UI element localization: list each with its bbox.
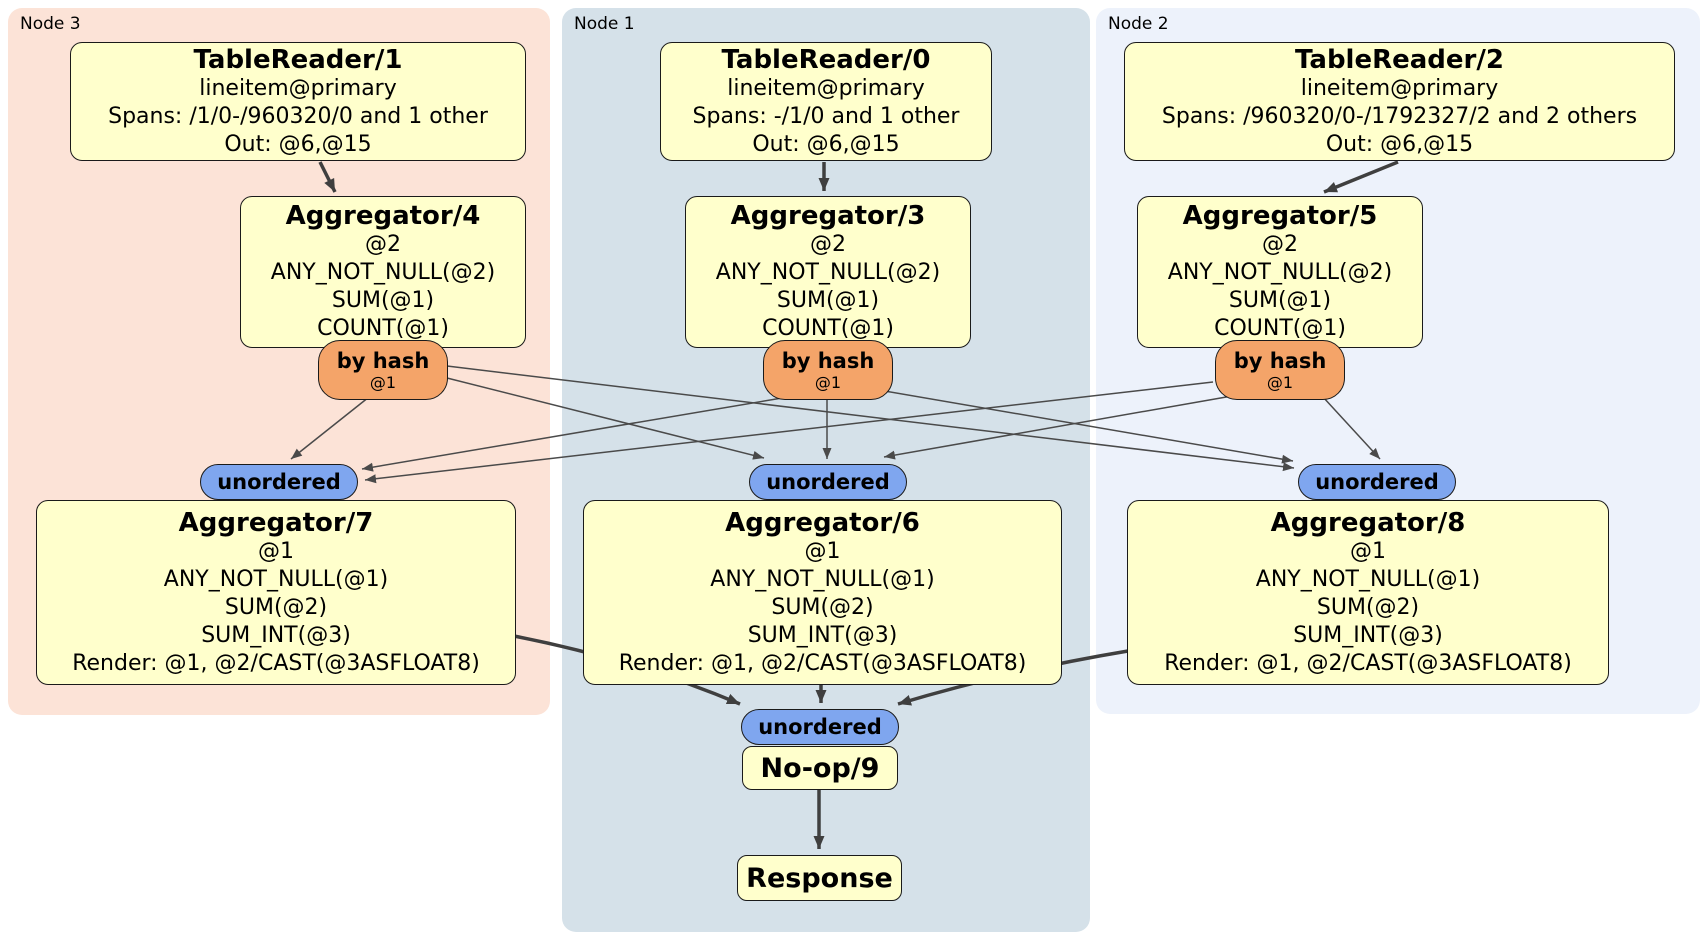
processor-attr: Spans: /1/0-/960320/0 and 1 other — [108, 103, 488, 129]
response-box: Response — [737, 855, 902, 901]
processor-attr: Spans: /960320/0-/1792327/2 and 2 others — [1161, 103, 1638, 129]
processor-attr: SUM(@2) — [224, 594, 328, 620]
processor-title: TableReader/1 — [193, 44, 403, 75]
processor-title: Aggregator/4 — [285, 201, 481, 231]
processor-attr: Render: @1, @2/CAST(@3ASFLOAT8) — [1164, 650, 1572, 676]
router-detail: @1 — [369, 372, 397, 392]
processor-title: Aggregator/7 — [178, 507, 374, 538]
processor-attr: lineitem@primary — [727, 75, 925, 101]
sync-unordered-node1: unordered — [749, 464, 907, 500]
processor-aggregator-5: Aggregator/5 @2 ANY_NOT_NULL(@2) SUM(@1)… — [1137, 196, 1423, 348]
node-region-2-label: Node 2 — [1108, 14, 1169, 34]
processor-attr: Out: @6,@15 — [1325, 131, 1474, 157]
processor-attr: Render: @1, @2/CAST(@3ASFLOAT8) — [72, 650, 480, 676]
processor-title: Aggregator/6 — [725, 507, 920, 538]
processor-attr: SUM(@2) — [771, 594, 874, 620]
router-by-hash-node1: by hash @1 — [763, 340, 893, 400]
processor-aggregator-3: Aggregator/3 @2 ANY_NOT_NULL(@2) SUM(@1)… — [685, 196, 971, 348]
processor-attr: lineitem@primary — [199, 75, 397, 101]
processor-attr: COUNT(@1) — [1214, 316, 1346, 341]
sync-unordered-final: unordered — [741, 709, 899, 745]
processor-tablereader-2: TableReader/2 lineitem@primary Spans: /9… — [1124, 42, 1675, 161]
router-detail: @1 — [814, 372, 842, 392]
processor-tablereader-0: TableReader/0 lineitem@primary Spans: -/… — [660, 42, 992, 161]
processor-attr: @2 — [365, 232, 401, 257]
processor-aggregator-7: Aggregator/7 @1 ANY_NOT_NULL(@1) SUM(@2)… — [36, 500, 516, 685]
processor-attr: SUM_INT(@3) — [747, 622, 898, 648]
processor-title: Aggregator/5 — [1182, 201, 1378, 231]
processor-attr: ANY_NOT_NULL(@1) — [1255, 566, 1481, 592]
processor-attr: Out: @6,@15 — [752, 131, 900, 157]
processor-attr: @1 — [258, 538, 294, 564]
processor-attr: SUM(@2) — [1316, 594, 1420, 620]
processor-attr: Spans: -/1/0 and 1 other — [692, 103, 960, 129]
processor-tablereader-1: TableReader/1 lineitem@primary Spans: /1… — [70, 42, 526, 161]
sync-unordered-node3: unordered — [200, 464, 358, 500]
processor-attr: lineitem@primary — [1300, 75, 1499, 101]
processor-aggregator-8: Aggregator/8 @1 ANY_NOT_NULL(@1) SUM(@2)… — [1127, 500, 1609, 685]
processor-attr: SUM(@1) — [776, 288, 880, 313]
processor-attr: SUM(@1) — [331, 288, 435, 313]
processor-attr: COUNT(@1) — [317, 316, 449, 341]
processor-attr: SUM_INT(@3) — [1293, 622, 1443, 648]
router-label: by hash — [1233, 348, 1327, 373]
processor-noop-9: No-op/9 — [742, 746, 898, 790]
processor-aggregator-4: Aggregator/4 @2 ANY_NOT_NULL(@2) SUM(@1)… — [240, 196, 526, 348]
processor-attr: Render: @1, @2/CAST(@3ASFLOAT8) — [618, 650, 1027, 676]
processor-attr: SUM_INT(@3) — [201, 622, 351, 648]
processor-attr: ANY_NOT_NULL(@1) — [710, 566, 935, 592]
processor-aggregator-6: Aggregator/6 @1 ANY_NOT_NULL(@1) SUM(@2)… — [583, 500, 1062, 685]
processor-attr: ANY_NOT_NULL(@2) — [715, 260, 941, 285]
processor-attr: Out: @6,@15 — [224, 131, 372, 157]
processor-title: TableReader/2 — [1295, 44, 1504, 75]
processor-attr: @2 — [810, 232, 846, 257]
processor-attr: @1 — [804, 538, 841, 564]
node-region-3-label: Node 3 — [20, 14, 81, 34]
processor-title: Aggregator/3 — [730, 201, 926, 231]
processor-attr: ANY_NOT_NULL(@2) — [270, 260, 496, 285]
processor-attr: SUM(@1) — [1228, 288, 1332, 313]
processor-attr: ANY_NOT_NULL(@1) — [163, 566, 389, 592]
router-by-hash-node2: by hash @1 — [1215, 340, 1345, 400]
processor-title: TableReader/0 — [721, 44, 931, 75]
node-region-1-label: Node 1 — [574, 14, 635, 34]
router-label: by hash — [336, 348, 430, 373]
router-by-hash-node3: by hash @1 — [318, 340, 448, 400]
sync-unordered-node2: unordered — [1298, 464, 1456, 500]
router-label: by hash — [781, 348, 875, 373]
processor-attr: COUNT(@1) — [762, 316, 894, 341]
processor-attr: @2 — [1262, 232, 1298, 257]
processor-attr: ANY_NOT_NULL(@2) — [1167, 260, 1393, 285]
processor-title: Aggregator/8 — [1270, 507, 1466, 538]
processor-attr: @1 — [1350, 538, 1386, 564]
router-detail: @1 — [1266, 372, 1294, 392]
